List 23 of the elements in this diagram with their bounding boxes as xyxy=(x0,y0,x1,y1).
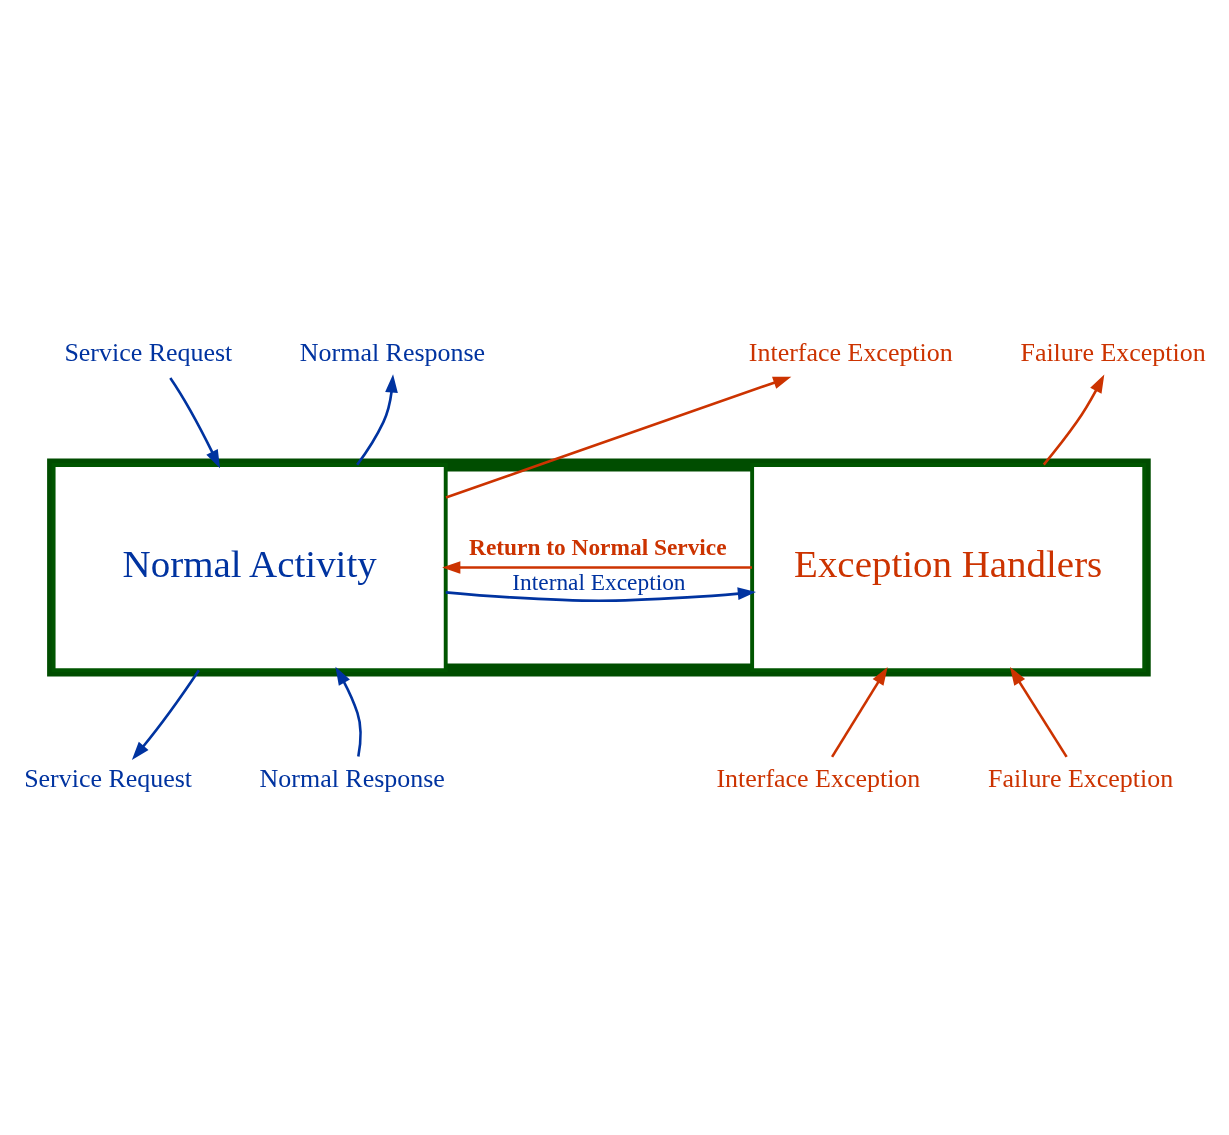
node-text: Service Request xyxy=(24,763,193,793)
node-text: Service Request xyxy=(64,338,233,368)
arrow xyxy=(1010,666,1068,758)
arrow xyxy=(1042,374,1105,466)
edge-label: Internal Exception xyxy=(512,569,686,596)
arrow xyxy=(442,561,752,574)
arrow xyxy=(335,666,362,757)
node-text: Interface Exception xyxy=(716,763,921,793)
node-text: Failure Exception xyxy=(1020,338,1206,368)
arrow xyxy=(131,669,200,760)
node-text: Normal Response xyxy=(299,338,486,368)
cluster xyxy=(47,458,1151,677)
edge-label: Return to Normal Service xyxy=(469,534,727,561)
node-box: Normal Activity xyxy=(51,463,448,673)
arrow xyxy=(169,377,221,469)
node-text: Normal Response xyxy=(259,763,445,793)
arrow xyxy=(356,374,398,466)
node-text: Failure Exception xyxy=(988,763,1174,793)
arrow xyxy=(445,587,756,602)
node-box: Exception Handlers xyxy=(750,463,1147,673)
arrow xyxy=(830,666,888,758)
arrow xyxy=(445,376,792,499)
node-text: Interface Exception xyxy=(748,338,953,368)
